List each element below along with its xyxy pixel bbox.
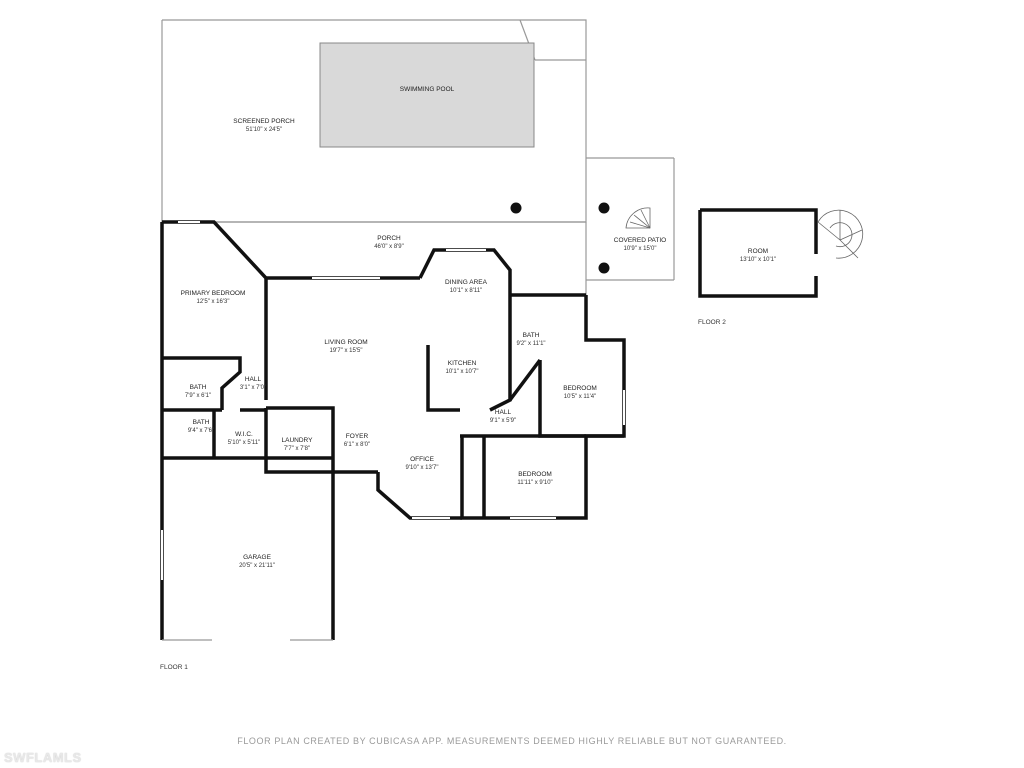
- dims-wic: 5'10" x 5'11": [228, 440, 260, 446]
- label-bath-1: BATH: [523, 332, 540, 339]
- label-kitchen: KITCHEN: [448, 360, 477, 367]
- floor1-label: FLOOR 1: [160, 664, 188, 671]
- dims-garage: 20'5" x 21'11": [239, 563, 275, 569]
- label-covered-patio: COVERED PATIO: [614, 237, 667, 244]
- label-bedroom-2: BEDROOM: [518, 471, 552, 478]
- room-labels: SCREENED PORCH 51'10" x 24'5" SWIMMING P…: [181, 86, 777, 569]
- label-screened-porch: SCREENED PORCH: [233, 118, 295, 125]
- house-walls: [160, 220, 626, 640]
- label-swimming-pool: SWIMMING POOL: [400, 86, 455, 93]
- dims-bath-2: 7'9" x 6'1": [185, 393, 211, 399]
- label-foyer: FOYER: [346, 433, 369, 440]
- dims-primary-bedroom: 12'5" x 16'3": [197, 299, 230, 305]
- floor2-label: FLOOR 2: [698, 319, 726, 326]
- label-living-room: LIVING ROOM: [324, 339, 367, 346]
- columns: [510, 202, 610, 274]
- label-hall-2: HALL: [495, 409, 512, 416]
- label-bath-2: BATH: [190, 384, 207, 391]
- spiral-stairs-floor1: [625, 207, 651, 229]
- dims-living-room: 19'7" x 15'5": [330, 348, 363, 354]
- label-wic: W.I.C.: [235, 431, 253, 438]
- dims-hall-1: 3'1" x 7'0": [240, 385, 266, 391]
- dims-bath-3: 9'4" x 7'6": [188, 428, 214, 434]
- dims-foyer: 6'1" x 8'0": [344, 442, 370, 448]
- label-office: OFFICE: [410, 456, 434, 463]
- dims-kitchen: 10'1" x 10'7": [446, 369, 479, 375]
- label-primary-bedroom: PRIMARY BEDROOM: [181, 290, 246, 297]
- dims-room: 13'10" x 10'1": [740, 257, 776, 263]
- dims-bedroom-2: 11'11" x 9'10": [517, 480, 552, 486]
- label-bedroom-1: BEDROOM: [563, 385, 597, 392]
- label-porch: PORCH: [377, 235, 401, 242]
- swimming-pool-shape: [319, 42, 535, 148]
- dims-porch: 46'0" x 8'9": [374, 244, 404, 250]
- label-garage: GARAGE: [243, 554, 271, 561]
- spiral-stairs-floor2: [817, 209, 864, 259]
- dims-dining-area: 10'1" x 8'11": [450, 288, 482, 294]
- label-hall-1: HALL: [245, 376, 262, 383]
- dims-laundry: 7'7" x 7'8": [284, 446, 310, 452]
- floor2-walls: [698, 208, 818, 298]
- dims-covered-patio: 10'9" x 15'0": [624, 246, 657, 252]
- label-laundry: LAUNDRY: [282, 437, 314, 444]
- dims-screened-porch: 51'10" x 24'5": [246, 127, 282, 133]
- dims-hall-2: 9'1" x 5'9": [490, 418, 516, 424]
- dims-bedroom-1: 10'5" x 11'4": [564, 394, 596, 400]
- label-dining-area: DINING AREA: [445, 279, 488, 286]
- disclaimer-text: FLOOR PLAN CREATED BY CUBICASA APP. MEAS…: [237, 736, 787, 746]
- dims-bath-1: 9'2" x 11'1": [516, 341, 545, 347]
- label-bath-3: BATH: [193, 419, 210, 426]
- dims-office: 9'10" x 13'7": [406, 465, 439, 471]
- windows: [161, 221, 625, 641]
- label-room: ROOM: [748, 248, 768, 255]
- watermark-logo: SWFLAMLS: [4, 750, 82, 765]
